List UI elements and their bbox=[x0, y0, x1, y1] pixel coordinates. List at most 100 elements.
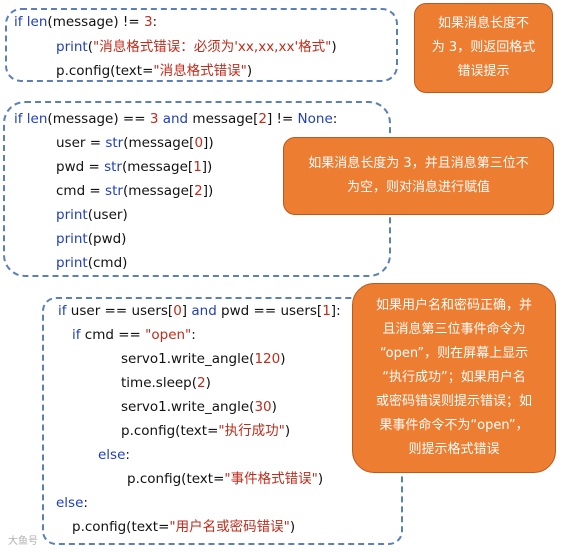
code-token: ( bbox=[87, 39, 94, 55]
code-token: print bbox=[56, 231, 88, 247]
code-token: cmd == bbox=[84, 327, 146, 343]
code-token: 2 bbox=[194, 183, 203, 199]
code-token: user = bbox=[56, 135, 106, 151]
code-token: : bbox=[152, 14, 158, 30]
code-token: 120 bbox=[254, 351, 281, 367]
code-token: "open" bbox=[145, 327, 192, 343]
callout-text-line: 则提示格式错误 bbox=[408, 442, 500, 457]
code-token: ] != bbox=[266, 111, 298, 127]
code-token: ) bbox=[284, 423, 291, 439]
code-token: servo1.write_angle( bbox=[121, 351, 255, 367]
code-token: if bbox=[14, 14, 27, 30]
code-token: and bbox=[158, 111, 193, 127]
code-token: str bbox=[105, 183, 123, 199]
code-token: "用户名或密码错误" bbox=[169, 519, 290, 535]
code-line: print("消息格式错误：必须为'xx,xx,xx'格式") bbox=[56, 39, 337, 55]
code-token: pwd == users[ bbox=[216, 303, 323, 319]
code-token: p.config(text= bbox=[72, 519, 170, 535]
code-line: else: bbox=[56, 495, 88, 511]
code-token: else bbox=[56, 495, 84, 511]
code-line: if user == users[0] and pwd == users[1]: bbox=[58, 303, 341, 319]
code-token: (message) != bbox=[47, 14, 144, 30]
code-token: len bbox=[26, 14, 48, 30]
code-line: p.config(text="用户名或密码错误") bbox=[72, 519, 295, 535]
code-token: 2 bbox=[197, 375, 206, 391]
code-line: servo1.write_angle(30) bbox=[121, 399, 277, 415]
code-token: 3 bbox=[149, 111, 159, 127]
code-token: (user) bbox=[87, 207, 128, 223]
code-token: print bbox=[56, 39, 88, 55]
code-token: (message[ bbox=[122, 183, 195, 199]
code-token: ]) bbox=[201, 159, 213, 175]
watermark: 大鱼号 bbox=[8, 536, 38, 547]
callout-text-line: 果事件命令不为“open”， bbox=[379, 418, 529, 433]
code-token: len bbox=[26, 111, 48, 127]
code-token: "事件格式错误" bbox=[224, 471, 318, 487]
code-token: ]: bbox=[330, 303, 341, 319]
code-token: ) bbox=[271, 399, 277, 415]
code-token: ]) bbox=[203, 135, 214, 151]
callout-text-line: 如果消息长度不 bbox=[437, 16, 529, 31]
callout-length-error: 如果消息长度不 为 3，则返回格式 错误提示 bbox=[414, 3, 553, 93]
code-token: else bbox=[98, 447, 126, 463]
code-token: p.config(text= bbox=[121, 423, 219, 439]
code-token: ) bbox=[205, 375, 211, 391]
code-token: 30 bbox=[254, 399, 272, 415]
code-token: : bbox=[83, 495, 88, 511]
code-line: p.config(text="执行成功") bbox=[121, 423, 290, 439]
code-token: ) bbox=[331, 39, 337, 55]
code-token: "消息格式错误" bbox=[153, 63, 247, 79]
code-line: print(pwd) bbox=[56, 231, 126, 247]
callout-text-line: 或密码错误则提示错误；如 bbox=[375, 394, 532, 409]
code-token: time.sleep( bbox=[121, 375, 198, 391]
code-token: ) bbox=[317, 471, 324, 487]
code-token: ) bbox=[246, 63, 253, 79]
code-token: if bbox=[72, 327, 85, 343]
code-token: str bbox=[105, 135, 124, 151]
code-line: servo1.write_angle(120) bbox=[121, 351, 286, 367]
callout-text-line: 如果消息长度为 3，并且消息第三位不 bbox=[308, 156, 529, 171]
code-token: ]) bbox=[202, 183, 214, 199]
code-token: ) bbox=[289, 519, 296, 535]
callout-text-line: “open”，则在屏幕上显示 bbox=[379, 346, 529, 361]
code-token: (message[ bbox=[121, 159, 194, 175]
code-token: print bbox=[56, 255, 88, 271]
callout-assignment: 如果消息长度为 3，并且消息第三位不 为空，则对消息进行赋值 bbox=[283, 137, 554, 215]
code-token: ] bbox=[181, 303, 192, 319]
callout-text-line: 为 3，则返回格式 bbox=[431, 40, 536, 55]
code-token: print bbox=[56, 207, 88, 223]
code-line: p.config(text="事件格式错误") bbox=[127, 471, 323, 487]
code-line: if cmd == "open": bbox=[72, 327, 196, 343]
code-line: if len(message) != 3: bbox=[14, 14, 157, 30]
callout-text-line: 如果用户名和密码正确，并 bbox=[375, 298, 532, 313]
code-token: "消息格式错误：必须为'xx,xx,xx'格式" bbox=[93, 39, 332, 55]
code-token: "执行成功" bbox=[218, 423, 285, 439]
code-token: p.config(text= bbox=[56, 63, 154, 79]
code-line: p.config(text="消息格式错误") bbox=[56, 63, 252, 79]
code-token: : bbox=[332, 111, 338, 127]
callout-text-line: 错误提示 bbox=[457, 64, 510, 79]
code-token: (pwd) bbox=[87, 231, 127, 247]
code-token: if bbox=[14, 111, 27, 127]
code-token: p.config(text= bbox=[127, 471, 225, 487]
code-token: cmd = bbox=[56, 183, 106, 199]
code-token: 3 bbox=[143, 14, 153, 30]
code-token: 0 bbox=[194, 135, 204, 151]
code-token: ) bbox=[280, 351, 286, 367]
code-token: pwd = bbox=[56, 159, 105, 175]
code-token: (cmd) bbox=[87, 255, 128, 271]
code-token: 1 bbox=[193, 159, 202, 175]
code-token: 1 bbox=[322, 303, 331, 319]
code-token: : bbox=[125, 447, 130, 463]
code-line: if len(message) == 3 and message[2] != N… bbox=[14, 111, 337, 127]
code-token: servo1.write_angle( bbox=[121, 399, 255, 415]
code-token: message[ bbox=[192, 111, 259, 127]
code-token: 2 bbox=[258, 111, 267, 127]
callout-text-line: “执行成功”；如果用户名 bbox=[382, 370, 526, 385]
code-line: pwd = str(message[1]) bbox=[56, 159, 212, 175]
code-token: str bbox=[104, 159, 122, 175]
code-line: print(cmd) bbox=[56, 255, 127, 271]
callout-text-line: 且消息第三位事件命令为 bbox=[382, 322, 526, 337]
code-token: (message[ bbox=[123, 135, 195, 151]
code-token: 0 bbox=[173, 303, 182, 319]
